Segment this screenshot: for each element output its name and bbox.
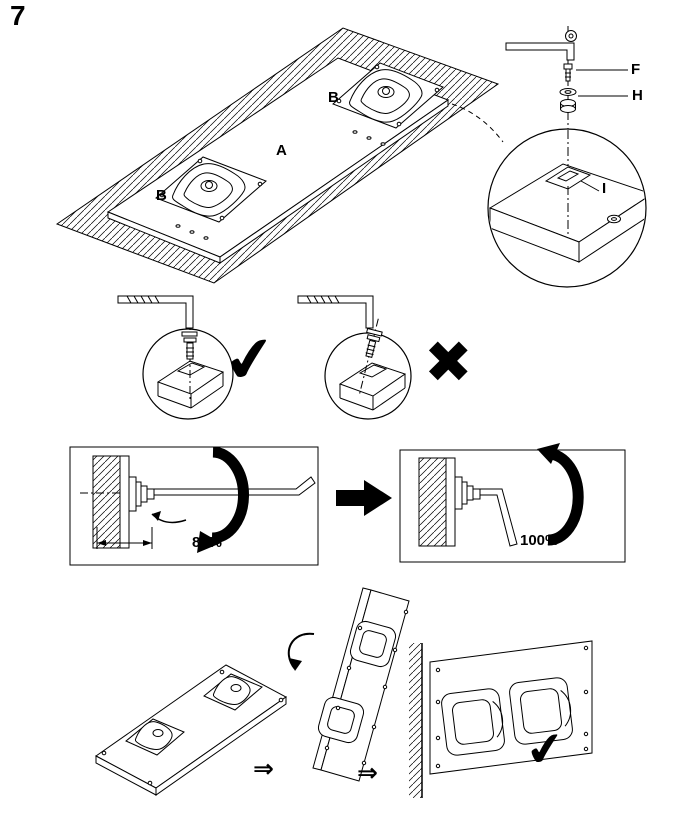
sequence-arrow-1: ⇒ [253, 755, 274, 783]
step-number: 7 [10, 0, 26, 31]
tighten-80-step [69, 446, 319, 566]
hole-i-label: I [602, 180, 607, 197]
washer-h-label: H [632, 87, 643, 104]
hex-key-top-icon [505, 30, 577, 61]
detail-leader-line [451, 103, 504, 143]
dimension-arrow [96, 527, 153, 549]
bracket-b-top-label: B [328, 89, 339, 106]
corner-detail-circle [487, 128, 647, 288]
rotation-arrow-100-icon [547, 448, 584, 546]
rotation-arrow-80-icon [211, 446, 249, 544]
progress-arrow-icon [336, 480, 392, 516]
bracket-b-bottom-label: B [156, 187, 167, 204]
washers-h [559, 88, 628, 113]
screw-straight [181, 331, 198, 360]
hex-key-right-icon [297, 295, 374, 329]
hex-key-bent [479, 488, 518, 547]
hex-key-shaft [153, 476, 316, 496]
correct-method-detail [117, 295, 234, 420]
torque-80-label: 80% [192, 534, 223, 551]
insert-hole-i [556, 170, 580, 182]
rotate-arrow-icon [287, 632, 315, 671]
main-assembly-illustration [55, 27, 504, 284]
final-check-icon: ✔ [522, 720, 568, 778]
screw-tilted [358, 318, 383, 395]
wrong-cross-icon: ✖ [424, 330, 473, 395]
sequence-arrow-2: ⇒ [357, 759, 378, 787]
flip-stage-flat [95, 664, 287, 796]
hardware-column [505, 26, 628, 132]
bracket-b-bottom [155, 156, 267, 240]
screw-f-label: F [631, 61, 641, 78]
flip-stage-tilted [312, 587, 410, 782]
hex-key-left-icon [117, 295, 194, 329]
torque-100-label: 100% [520, 532, 559, 549]
bracket-b-top [332, 62, 444, 146]
screw-f [563, 63, 628, 82]
tighten-100-step [399, 443, 626, 563]
wrong-method-detail [297, 295, 412, 420]
panel-a-label: A [276, 142, 287, 159]
flip-stage-mounted [409, 640, 593, 798]
correct-check-icon: ✔ [219, 322, 281, 399]
